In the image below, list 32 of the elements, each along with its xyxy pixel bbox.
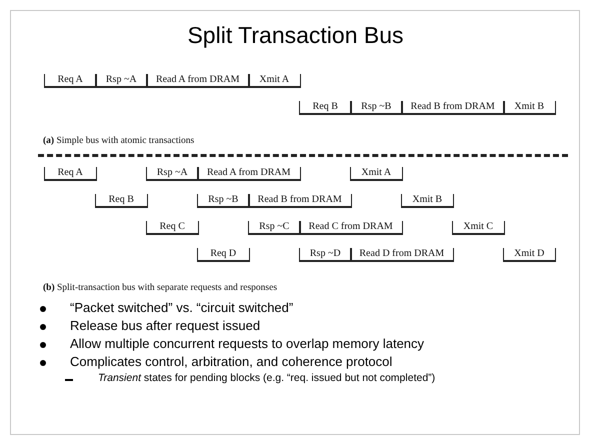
figure-caption: (a) Simple bus with atomic transactions <box>43 136 194 146</box>
timeline-segment: Xmit A <box>350 167 402 181</box>
timeline-segment: Read A from DRAM <box>146 74 250 88</box>
timeline-segment: Xmit D <box>503 248 556 262</box>
timeline-segment: Xmit A <box>248 74 300 88</box>
timeline-segment: Req B <box>95 194 148 208</box>
timeline-segment: Read C from DRAM <box>299 221 402 235</box>
timeline-segment: Rsp ~A <box>95 74 148 88</box>
timeline-segment: Rsp ~D <box>299 248 352 262</box>
timeline-segment: Req D <box>197 248 250 262</box>
bullet-text: Release bus after request issued <box>70 318 260 333</box>
slide-title: Split Transaction Bus <box>186 22 405 49</box>
bullet-text: “Packet switched” vs. “circuit switched” <box>70 300 294 315</box>
timeline-segment: Read D from DRAM <box>350 248 454 262</box>
bullet-text: Complicates control, arbitration, and coherence protocol <box>70 354 392 369</box>
timeline-segment: Rsp ~C <box>248 221 300 235</box>
sub-bullet-text: Transient states for pending blocks (e.g. “req. issued but not completed”) <box>98 372 436 384</box>
timeline-segment: Read B from DRAM <box>401 101 504 115</box>
figure-caption: (b) Split-transaction bus with separate requests and responses <box>43 283 278 293</box>
timeline-segment: Read B from DRAM <box>248 194 352 208</box>
timeline-segment: Rsp ~B <box>197 194 250 208</box>
timeline-segment: Read A from DRAM <box>197 167 300 181</box>
timeline-segment: Rsp ~B <box>350 101 402 115</box>
timeline-segment: Req C <box>146 221 198 235</box>
bullet-text: Allow multiple concurrent requests to overlap memory latency <box>70 336 424 351</box>
timeline-segment: Xmit B <box>401 194 454 208</box>
timeline-segment: Req A <box>44 74 96 88</box>
timeline-segment: Xmit B <box>503 101 556 115</box>
timeline-segment: Req A <box>44 167 96 181</box>
timeline-segment: Rsp ~A <box>146 167 198 181</box>
timeline-segment: Req B <box>299 101 352 115</box>
timeline-segment: Xmit C <box>452 221 504 235</box>
